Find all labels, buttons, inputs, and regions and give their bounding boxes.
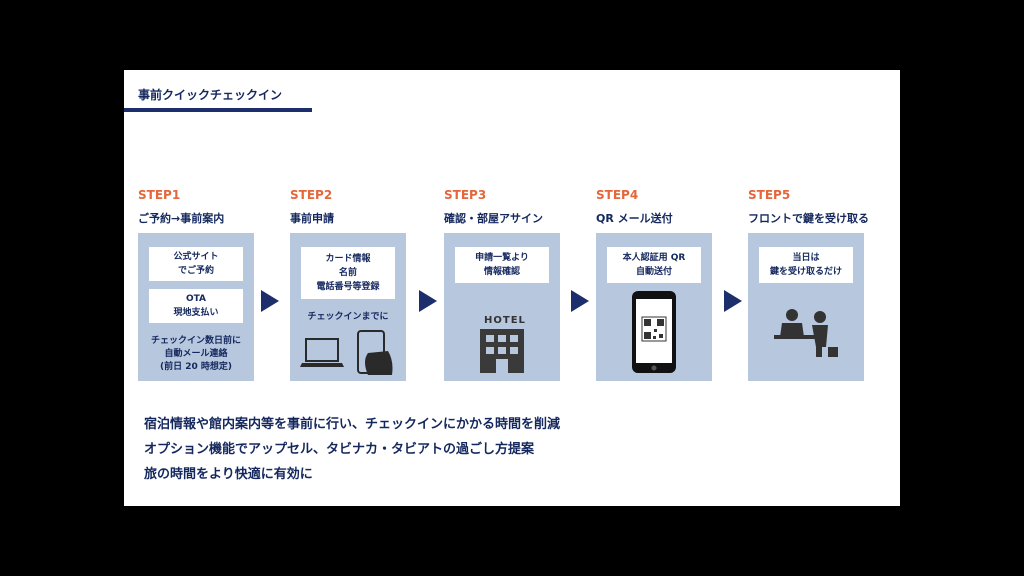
box-line: 現地支払い	[173, 308, 219, 318]
note-line: (前日 20 時想定)	[159, 362, 233, 372]
step4-panel: 本人認証用 QR 自動送付	[596, 233, 712, 381]
step3-subtitle: 確認・部屋アサイン	[444, 212, 543, 225]
summary-line: 旅の時間をより快適に有効に	[144, 467, 313, 482]
step1-label: STEP1	[138, 188, 181, 202]
step3-box-confirm: 申請一覧より 情報確認	[455, 247, 549, 283]
step1-box-official: 公式サイト でご予約	[149, 247, 243, 281]
box-line: カード情報	[325, 254, 371, 264]
box-line: 公式サイト	[173, 252, 219, 262]
step5-subtitle: フロントで鍵を受け取る	[748, 212, 869, 225]
step5-panel: 当日は 鍵を受け取るだけ	[748, 233, 864, 381]
step2-label: STEP2	[290, 188, 333, 202]
slide-title: 事前クイックチェックイン	[138, 88, 283, 102]
step3-panel: 申請一覧より 情報確認 HOTEL	[444, 233, 560, 381]
step2-note: チェックインまでに	[307, 312, 389, 322]
box-line: 名前	[338, 268, 357, 278]
box-line: 鍵を受け取るだけ	[769, 267, 842, 277]
box-line: 電話番号等登録	[316, 282, 380, 292]
step4-label: STEP4	[596, 188, 639, 202]
box-line: 本人認証用 QR	[622, 253, 686, 263]
hotel-sign: HOTEL	[484, 315, 526, 326]
box-line: 情報確認	[483, 267, 520, 277]
box-line: でご予約	[177, 266, 214, 276]
front-desk-icon	[774, 309, 838, 357]
title-underline	[124, 108, 312, 112]
slide: 事前クイックチェックイン STEP1 ご予約→事前案内 公式サイト でご予約 O…	[124, 70, 900, 506]
step2-subtitle: 事前申請	[290, 212, 334, 225]
step5-label: STEP5	[748, 188, 791, 202]
step1-box-ota: OTA 現地支払い	[149, 289, 243, 323]
step1-subtitle: ご予約→事前案内	[138, 212, 225, 225]
arrow-right-icon	[261, 290, 279, 312]
step2-panel: カード情報 名前 電話番号等登録 チェックインまでに	[290, 233, 406, 381]
step4-box-qr: 本人認証用 QR 自動送付	[607, 247, 701, 283]
step4-subtitle: QR メール送付	[596, 212, 673, 225]
box-line: 申請一覧より	[475, 253, 529, 263]
arrow-right-icon	[724, 290, 742, 312]
hotel-building-icon	[480, 329, 524, 373]
step5-box-key: 当日は 鍵を受け取るだけ	[759, 247, 853, 283]
box-line: 自動送付	[635, 267, 672, 277]
note-line: チェックイン数日前に	[150, 336, 241, 346]
step1-note: チェックイン数日前に 自動メール連絡 (前日 20 時想定)	[138, 335, 254, 374]
arrow-right-icon	[419, 290, 437, 312]
smartphone-qr-icon	[632, 291, 676, 373]
step1-panel: 公式サイト でご予約 OTA 現地支払い チェックイン数日前に 自動メール連絡 …	[138, 233, 254, 381]
summary-list: 宿泊情報や館内案内等を事前に行い、チェックインにかかる時間を削減 オプション機能…	[144, 412, 560, 487]
step2-box-info: カード情報 名前 電話番号等登録	[301, 247, 395, 299]
arrow-right-icon	[571, 290, 589, 312]
box-line: OTA	[185, 294, 207, 304]
laptop-phone-icon	[300, 330, 393, 375]
summary-line: オプション機能でアップセル、タビナカ・タビアトの過ごし方提案	[144, 442, 535, 457]
summary-line: 宿泊情報や館内案内等を事前に行い、チェックインにかかる時間を削減	[144, 417, 561, 432]
box-line: 当日は	[792, 253, 820, 263]
note-line: 自動メール連絡	[164, 349, 228, 359]
step3-label: STEP3	[444, 188, 487, 202]
